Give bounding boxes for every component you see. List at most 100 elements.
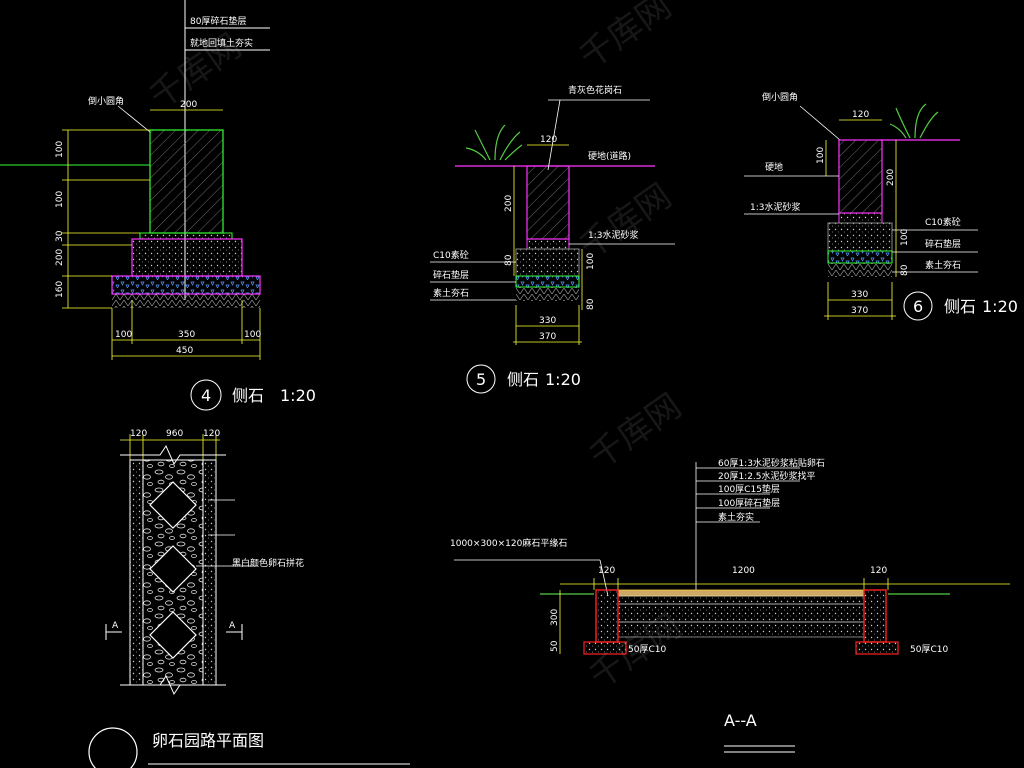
- section-leveling-layer: [617, 595, 865, 605]
- detail-4-dim-left-1: 100: [55, 141, 65, 158]
- detail-5-callout-concrete: C10素砼: [433, 249, 469, 261]
- detail-4-curb-section: 80厚碎石垫层 就地回填土夯实 倒小圆角 200 100 100 30 200 …: [0, 0, 316, 411]
- watermark-4: 千库网: [582, 386, 688, 477]
- section-right-footing: [855, 641, 899, 655]
- detail-5-callout-gravel: 碎石垫层: [433, 269, 469, 281]
- detail-5-callout-soil: 素土夯石: [433, 287, 469, 299]
- detail-5-concrete: [515, 248, 580, 277]
- plan-section-mark-left: A: [112, 621, 119, 631]
- detail-6-dim-right-2: 100: [900, 229, 910, 246]
- detail-5-curb-section: 青灰色花岗石 硬地(道路) 1:3水泥砂浆 C10素砼 碎石垫层 素土夯石 12…: [430, 84, 675, 394]
- section-layer-3: 100厚C15垫层: [718, 483, 780, 495]
- detail-6-callout-paving: 硬地: [765, 161, 783, 173]
- detail-4-dim-left-5: 160: [55, 281, 65, 298]
- detail-4-curb-stone: [149, 129, 224, 234]
- detail-4-mortar: [139, 232, 233, 240]
- plan-dim-top-2: 960: [166, 429, 183, 439]
- plan-left-curb: [129, 459, 144, 686]
- detail-4-dim-bottom-2: 350: [178, 330, 195, 340]
- detail-4-dim-total: 450: [176, 346, 193, 356]
- section-dim-left-1: 300: [550, 609, 560, 626]
- detail-6-callout-soil: 素土夯石: [925, 259, 961, 271]
- detail-6-curb-section: 倒小圆角 硬地 1:3水泥砂浆 C10素砼 碎石垫层 素土夯石 120 100 …: [744, 91, 1018, 321]
- detail-6-curb-stone: [838, 139, 883, 214]
- detail-5-number: 5: [476, 370, 486, 389]
- detail-5-soil: [516, 287, 579, 301]
- detail-4-number-circle: [190, 379, 222, 411]
- section-curb-note: 1000×300×120麻石平缘石: [450, 537, 567, 549]
- detail-6-edge-note: 倒小圆角: [762, 91, 798, 103]
- detail-4-dim-left-3: 30: [55, 230, 65, 242]
- plan-callout-pebble: 黑白颜色卵石拼花: [232, 557, 304, 569]
- detail-4-scale: 1:20: [280, 386, 316, 405]
- detail-5-dim-top: 120: [540, 135, 557, 145]
- detail-5-dim-right-1: 100: [586, 253, 596, 270]
- detail-6-scale: 1:20: [982, 297, 1018, 316]
- detail-6-number: 6: [913, 297, 923, 316]
- pebble-path-plan: 120 960 120 黑白颜色卵石拼花 A A 卵石园路平面图: [88, 429, 410, 768]
- section-pebble-layer: [617, 589, 865, 597]
- detail-4-title: 侧石: [232, 386, 264, 405]
- detail-4-number: 4: [201, 386, 211, 405]
- section-layer-4: 100厚碎石垫层: [718, 497, 780, 509]
- plan-dim-top-3: 120: [203, 429, 220, 439]
- plan-right-curb: [202, 459, 217, 686]
- detail-6-dim-bottom-2: 370: [851, 306, 868, 316]
- plan-dim-top-1: 120: [130, 429, 147, 439]
- detail-4-dim-top: 200: [180, 100, 197, 110]
- detail-5-mortar: [526, 238, 570, 250]
- watermark-1: 千库网: [572, 0, 678, 77]
- section-footing-note-left: 50厚C10: [628, 644, 666, 655]
- detail-6-callout-mortar: 1:3水泥砂浆: [750, 201, 801, 213]
- detail-4-dim-left-2: 100: [55, 191, 65, 208]
- detail-5-callout-paving: 硬地(道路): [588, 150, 631, 162]
- detail-5-title: 侧石: [507, 370, 539, 389]
- detail-6-soil: [828, 263, 892, 277]
- detail-4-callout-gravel: 80厚碎石垫层: [190, 15, 246, 27]
- section-dim-top-1: 120: [598, 566, 615, 576]
- section-layer-2: 20厚1:2.5水泥砂浆找平: [718, 470, 816, 482]
- detail-5-dim-left-2: 80: [504, 254, 514, 266]
- section-layer-1: 60厚1:3水泥砂浆粘贴卵石: [718, 457, 825, 469]
- plan-section-marks: [105, 624, 243, 640]
- detail-4-gravel: [111, 275, 261, 295]
- detail-4-dim-left-4: 200: [55, 249, 65, 266]
- detail-5-grass-icon: [465, 124, 523, 161]
- detail-6-dim-left: 100: [816, 147, 826, 164]
- detail-5-dim-left-1: 200: [504, 195, 514, 212]
- section-layer-5: 素土夯实: [718, 511, 754, 523]
- detail-5-callout-stone: 青灰色花岗石: [568, 84, 622, 96]
- detail-6-callout-concrete: C10素砼: [925, 216, 961, 228]
- section-title: A--A: [724, 711, 757, 730]
- section-left-curb: [595, 589, 619, 643]
- section-dim-left-2: 50: [550, 640, 560, 652]
- detail-6-concrete: [827, 222, 893, 252]
- plan-break-lines: [120, 444, 226, 696]
- detail-4-concrete: [131, 238, 243, 277]
- plan-title-circle: [88, 727, 138, 768]
- section-footing-note-right: 50厚C10: [910, 644, 948, 655]
- section-dim-top-3: 120: [870, 566, 887, 576]
- detail-4-edge-note: 倒小圆角: [88, 95, 124, 107]
- detail-6-mortar: [838, 212, 883, 224]
- detail-5-dim-bottom-1: 330: [539, 316, 556, 326]
- detail-4-callout-soil: 就地回填土夯实: [190, 37, 253, 49]
- plan-title: 卵石园路平面图: [152, 731, 264, 750]
- detail-5-curb-stone: [526, 165, 570, 240]
- section-right-curb: [863, 589, 887, 643]
- detail-5-dim-bottom-2: 370: [539, 332, 556, 342]
- detail-6-dim-top: 120: [852, 110, 869, 120]
- watermark-3: 千库网: [572, 176, 678, 267]
- plan-section-mark-right: A: [229, 621, 236, 631]
- detail-4-soil: [112, 294, 260, 308]
- detail-6-number-circle: [903, 291, 933, 321]
- detail-5-number-circle: [466, 364, 496, 394]
- detail-6-grass-icon: [889, 103, 939, 139]
- detail-4-dim-bottom-3: 100: [244, 330, 261, 340]
- detail-5-gravel: [515, 275, 580, 288]
- detail-4-dim-bottom-1: 100: [115, 330, 132, 340]
- detail-5-dim-right-2: 80: [586, 298, 596, 310]
- section-a-a: 60厚1:3水泥砂浆粘贴卵石 20厚1:2.5水泥砂浆找平 100厚C15垫层 …: [450, 457, 1010, 753]
- detail-6-dim-bottom-1: 330: [851, 290, 868, 300]
